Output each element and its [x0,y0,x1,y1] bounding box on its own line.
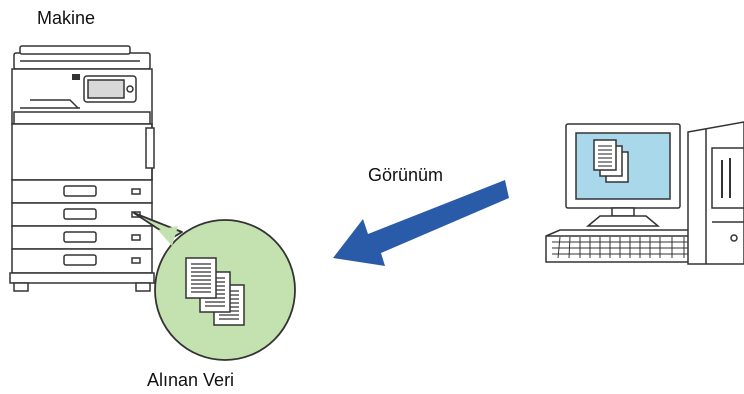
computer-icon [545,121,744,265]
printer-icon [9,45,155,292]
received-data-bubble [133,212,296,361]
received-data-label: Alınan Veri [147,370,235,390]
machine-label: Makine [37,8,96,28]
view-label: Görünüm [368,165,444,185]
arrow-icon [333,180,509,266]
